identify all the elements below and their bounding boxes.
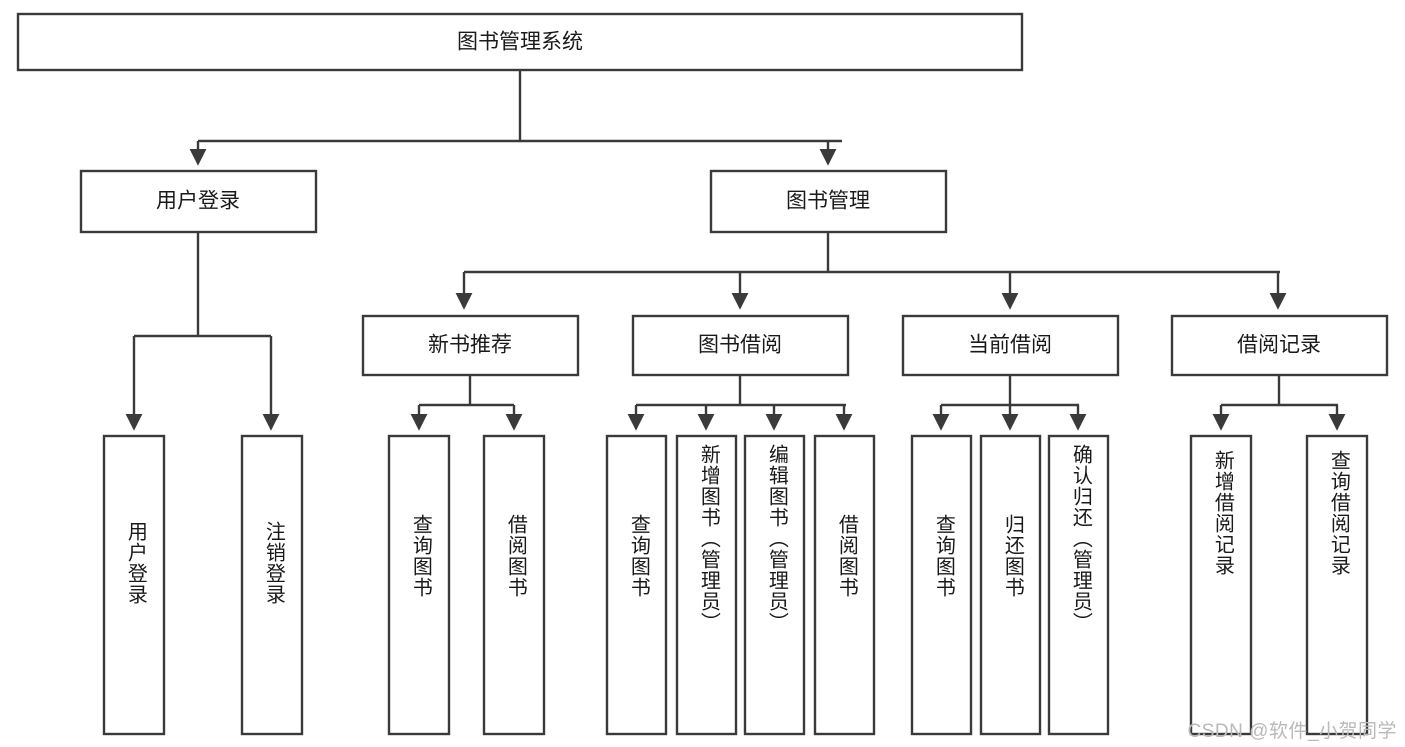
node-leaf-borrow-book-2-box[interactable] <box>813 434 876 736</box>
node-root-label: 图书管理系统 <box>457 31 583 54</box>
node-new-book-rec-label: 新书推荐 <box>428 334 512 357</box>
node-leaf-query-book-2-box[interactable] <box>605 434 668 736</box>
node-leaf-return-book-box[interactable] <box>979 434 1042 736</box>
node-leaf-borrow-book-1-box[interactable] <box>482 434 546 736</box>
node-leaf-edit-book-box[interactable] <box>743 434 806 736</box>
node-leaf-add-record-box[interactable] <box>1189 434 1253 736</box>
node-leaf-query-book-1-box[interactable] <box>387 434 451 736</box>
node-borrow-record-label: 借阅记录 <box>1237 334 1321 357</box>
connectors-current-borrow-to-leaves <box>932 375 1087 431</box>
node-current-borrow-box[interactable] <box>901 314 1120 377</box>
node-borrow-record-box[interactable] <box>1170 314 1389 377</box>
node-book-manage-box[interactable] <box>709 169 948 234</box>
leaf-boxes <box>102 434 1369 736</box>
node-book-borrow[interactable]: 图书借阅 <box>631 314 850 377</box>
node-user-login-label: 用户登录 <box>156 190 240 213</box>
node-current-borrow-label: 当前借阅 <box>968 334 1052 357</box>
node-borrow-record[interactable]: 借阅记录 <box>1170 314 1389 377</box>
connectors-book-borrow-to-leaves <box>627 375 853 431</box>
node-new-book-rec-box[interactable] <box>361 314 580 377</box>
node-user-login-box[interactable] <box>79 169 318 234</box>
node-book-manage-label: 图书管理 <box>786 190 870 213</box>
node-leaf-query-record-box[interactable] <box>1305 434 1369 736</box>
node-leaf-logout-box[interactable] <box>240 434 304 736</box>
csdn-watermark: CSDN @软件_小贺同学 <box>1187 721 1397 742</box>
node-leaf-user-login-box[interactable] <box>102 434 166 736</box>
node-root-box[interactable] <box>16 12 1024 72</box>
node-book-borrow-box[interactable] <box>631 314 850 377</box>
node-current-borrow[interactable]: 当前借阅 <box>901 314 1120 377</box>
node-leaf-confirm-return-box[interactable] <box>1047 434 1110 736</box>
node-leaf-add-book-box[interactable] <box>675 434 738 736</box>
node-book-borrow-label: 图书借阅 <box>698 334 782 357</box>
node-user-login[interactable]: 用户登录 <box>79 169 318 234</box>
connectors-book-manage-to-level3 <box>455 232 1287 310</box>
node-new-book-rec[interactable]: 新书推荐 <box>361 314 580 377</box>
connectors-user-login-to-leaves <box>125 232 280 431</box>
connectors-borrow-record-to-leaves <box>1212 375 1346 431</box>
node-leaf-query-book-3-box[interactable] <box>910 434 973 736</box>
connectors-new-book-rec-to-leaves <box>410 375 523 431</box>
node-root[interactable]: 图书管理系统 <box>16 12 1024 72</box>
node-book-manage[interactable]: 图书管理 <box>709 169 948 234</box>
connectors-root-to-level2 <box>189 70 842 166</box>
